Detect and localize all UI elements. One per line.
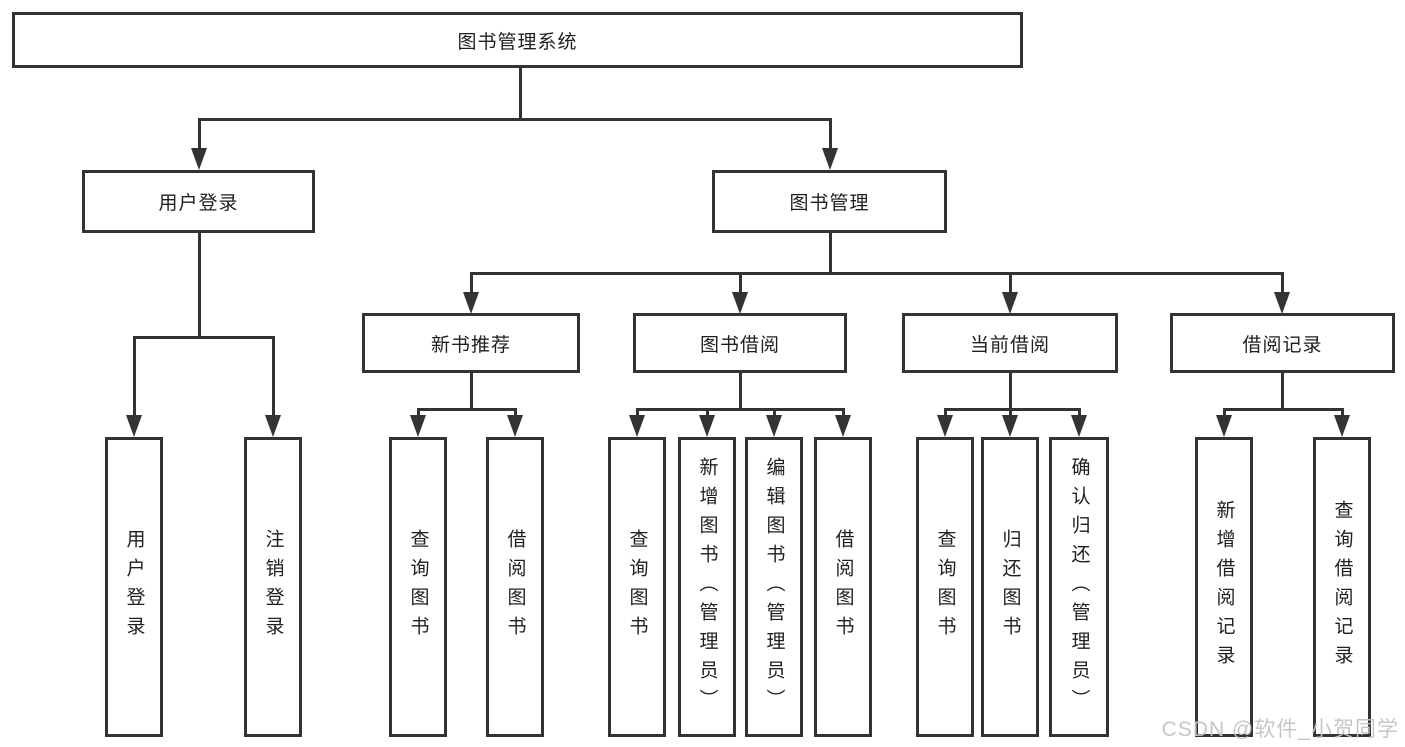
connector-hline bbox=[635, 408, 845, 411]
connector-vline bbox=[1222, 411, 1226, 416]
arrowhead bbox=[699, 415, 715, 437]
connector-vline bbox=[738, 373, 742, 408]
leaf-query-books-label: 查询图书 bbox=[407, 529, 429, 645]
arrowhead bbox=[822, 148, 838, 170]
arrowhead bbox=[629, 415, 645, 437]
node-current-borrowing: 当前借阅 bbox=[902, 313, 1118, 373]
connector-vline bbox=[1280, 373, 1284, 408]
leaf-add-borrow-record: 新增借阅记录 bbox=[1195, 437, 1253, 737]
connector-vline bbox=[1008, 411, 1012, 416]
arrowhead bbox=[410, 415, 426, 437]
connector-hline bbox=[943, 408, 1081, 411]
node-current-borrowing-label: 当前借阅 bbox=[969, 334, 1050, 356]
arrowhead bbox=[507, 415, 523, 437]
connector-vline bbox=[271, 339, 275, 415]
leaf-query-books: 查询图书 bbox=[916, 437, 974, 737]
connector-vline bbox=[738, 275, 742, 292]
leaf-return-books-label: 归还图书 bbox=[999, 529, 1021, 645]
leaf-user-login: 用户登录 bbox=[105, 437, 163, 737]
node-new-book-recommend: 新书推荐 bbox=[362, 313, 580, 373]
arrowhead bbox=[1002, 415, 1018, 437]
connector-hline bbox=[1222, 408, 1344, 411]
connector-vline bbox=[513, 411, 517, 416]
connector-vline bbox=[1008, 275, 1012, 292]
leaf-query-borrow-record-label: 查询借阅记录 bbox=[1331, 500, 1353, 674]
connector-hline bbox=[469, 272, 1284, 275]
leaf-borrow-books-label: 借阅图书 bbox=[504, 529, 526, 645]
arrowhead bbox=[835, 415, 851, 437]
watermark: CSDN @软件_小贺同学 bbox=[1161, 718, 1399, 741]
node-book-borrowing-label: 图书借阅 bbox=[699, 334, 780, 356]
arrowhead bbox=[463, 292, 479, 314]
arrowhead bbox=[1334, 415, 1350, 437]
leaf-query-books: 查询图书 bbox=[389, 437, 447, 737]
arrowhead bbox=[1216, 415, 1232, 437]
node-book-borrowing: 图书借阅 bbox=[633, 313, 847, 373]
leaf-confirm-return-admin-label: 确认归还（管理员） bbox=[1068, 456, 1090, 718]
arrowhead bbox=[1002, 292, 1018, 314]
arrowhead bbox=[732, 292, 748, 314]
leaf-add-book-admin-label: 新增图书（管理员） bbox=[696, 456, 718, 718]
leaf-logout-label: 注销登录 bbox=[262, 529, 284, 645]
connector-vline bbox=[197, 233, 201, 336]
leaf-add-borrow-record-label: 新增借阅记录 bbox=[1213, 500, 1235, 674]
connector-vline bbox=[1077, 411, 1081, 416]
node-new-book-recommend-label: 新书推荐 bbox=[430, 334, 511, 356]
leaf-logout: 注销登录 bbox=[244, 437, 302, 737]
leaf-borrow-books: 借阅图书 bbox=[814, 437, 872, 737]
connector-hline bbox=[197, 118, 832, 121]
arrowhead bbox=[126, 415, 142, 437]
connector-vline bbox=[772, 411, 776, 416]
arrowhead bbox=[766, 415, 782, 437]
connector-vline bbox=[197, 121, 201, 148]
connector-hline bbox=[416, 408, 517, 411]
leaf-query-books-label: 查询图书 bbox=[934, 529, 956, 645]
arrowhead bbox=[265, 415, 281, 437]
node-root: 图书管理系统 bbox=[12, 12, 1023, 68]
connector-vline bbox=[841, 411, 845, 416]
connector-vline bbox=[132, 339, 136, 415]
connector-vline bbox=[1340, 411, 1344, 416]
connector-vline bbox=[828, 233, 832, 272]
arrowhead bbox=[937, 415, 953, 437]
arrowhead bbox=[1274, 292, 1290, 314]
node-borrowing-records: 借阅记录 bbox=[1170, 313, 1395, 373]
leaf-query-books: 查询图书 bbox=[608, 437, 666, 737]
arrowhead bbox=[1071, 415, 1087, 437]
connector-vline bbox=[828, 121, 832, 148]
leaf-return-books: 归还图书 bbox=[981, 437, 1039, 737]
leaf-confirm-return-admin: 确认归还（管理员） bbox=[1049, 437, 1109, 737]
leaf-borrow-books: 借阅图书 bbox=[486, 437, 544, 737]
node-user-login-label: 用户登录 bbox=[158, 193, 239, 214]
node-book-management-label: 图书管理 bbox=[789, 193, 870, 214]
arrowhead bbox=[191, 148, 207, 170]
node-book-management: 图书管理 bbox=[712, 170, 947, 233]
leaf-add-book-admin: 新增图书（管理员） bbox=[678, 437, 736, 737]
connector-vline bbox=[416, 411, 420, 416]
connector-vline bbox=[635, 411, 639, 416]
node-root-label: 图书管理系统 bbox=[457, 31, 578, 53]
connector-hline bbox=[132, 336, 275, 339]
leaf-user-login-label: 用户登录 bbox=[123, 529, 145, 645]
node-borrowing-records-label: 借阅记录 bbox=[1242, 334, 1323, 356]
connector-vline bbox=[518, 68, 522, 118]
node-user-login: 用户登录 bbox=[82, 170, 315, 233]
leaf-edit-book-admin: 编辑图书（管理员） bbox=[745, 437, 803, 737]
leaf-borrow-books-label: 借阅图书 bbox=[832, 529, 854, 645]
connector-vline bbox=[1008, 373, 1012, 408]
leaf-query-borrow-record: 查询借阅记录 bbox=[1313, 437, 1371, 737]
connector-vline bbox=[469, 275, 473, 292]
leaf-edit-book-admin-label: 编辑图书（管理员） bbox=[763, 456, 785, 718]
connector-vline bbox=[469, 373, 473, 408]
connector-vline bbox=[705, 411, 709, 416]
connector-vline bbox=[1280, 275, 1284, 292]
leaf-query-books-label: 查询图书 bbox=[626, 529, 648, 645]
connector-vline bbox=[943, 411, 947, 416]
